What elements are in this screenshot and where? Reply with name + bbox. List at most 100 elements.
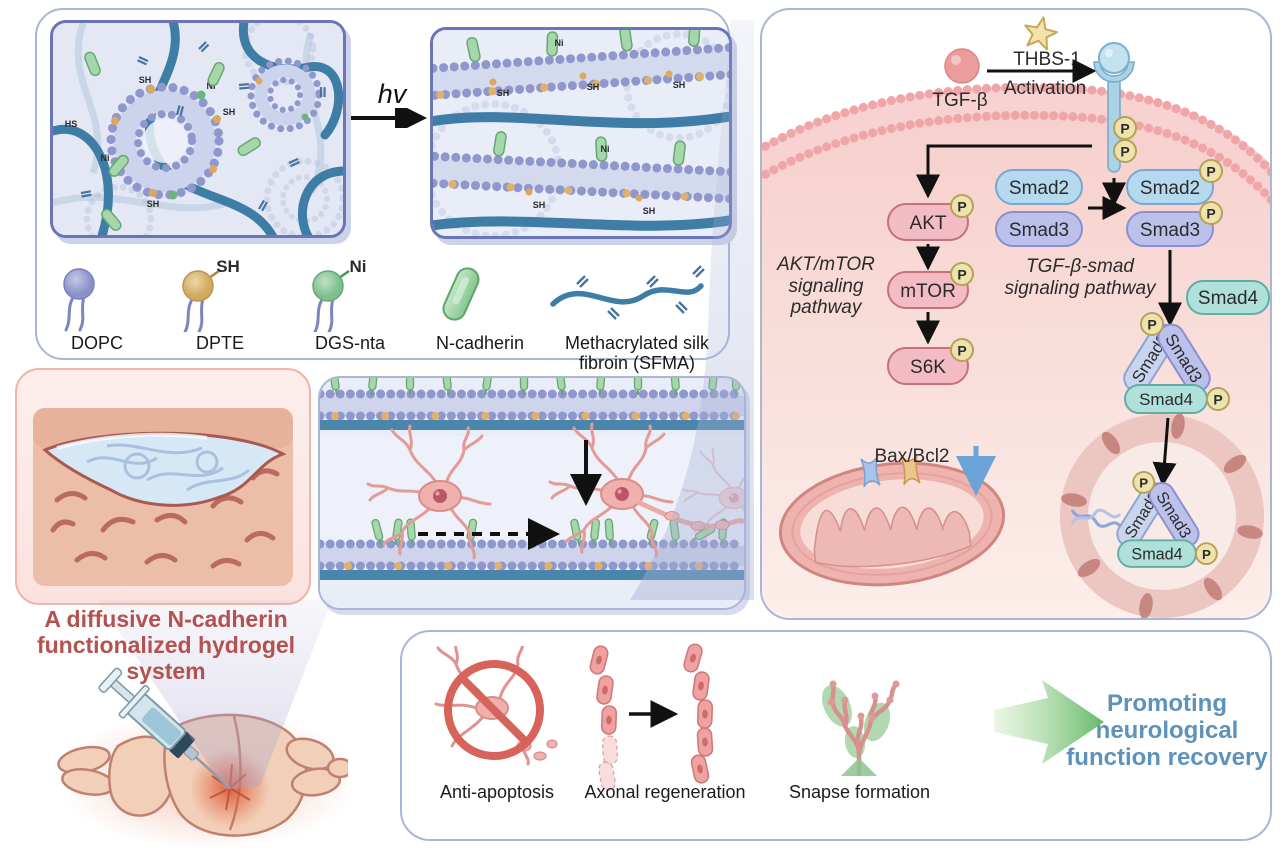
sh-label: SH bbox=[497, 88, 510, 98]
legend-label: Methacrylated silk fibroin (SFMA) bbox=[564, 333, 710, 373]
result-line-1: Promoting bbox=[1107, 690, 1227, 717]
svg-text:signaling pathway: signaling pathway bbox=[1004, 278, 1157, 299]
liposome-large: SH SH SH HS Ni Ni bbox=[65, 60, 236, 209]
smad-pathway-caption: TGF-β-smad signaling pathway bbox=[1004, 256, 1157, 299]
nuclear-pores bbox=[1061, 413, 1263, 618]
svg-text:AKT/mTOR: AKT/mTOR bbox=[776, 254, 875, 275]
bax-bcl2-label: Bax/Bcl2 bbox=[875, 446, 950, 467]
svg-text:TGF-β-smad: TGF-β-smad bbox=[1026, 256, 1135, 277]
cristae bbox=[813, 506, 972, 568]
title-line-2: functionalized hydrogel system bbox=[36, 632, 296, 684]
legend-label: DPTE bbox=[195, 333, 244, 353]
outcome-panel: Anti-apoptosis Axon bbox=[400, 630, 1272, 841]
akt-label: AKT bbox=[910, 213, 947, 234]
ni-tag: Ni bbox=[350, 257, 367, 276]
dgs-nta-lipid-icon: Ni bbox=[312, 257, 367, 332]
neuron-adhesion-panel bbox=[318, 376, 746, 610]
tgfb-receptor bbox=[1093, 42, 1137, 173]
legend-label: DOPC bbox=[70, 333, 123, 353]
sfma-fiber bbox=[433, 215, 729, 231]
smad4-label: Smad4 bbox=[1198, 288, 1259, 309]
ni-label: Ni bbox=[101, 153, 110, 163]
pre-crosslink-panel: SH SH SH HS Ni Ni bbox=[50, 20, 346, 238]
ni-label: Ni bbox=[207, 81, 216, 91]
dopc-lipid-icon bbox=[63, 268, 95, 332]
hydrogel-assembly-panel: SH SH SH HS Ni Ni bbox=[35, 8, 732, 373]
nuclear-import-arrow bbox=[1152, 417, 1177, 487]
outcome-arrow-icon bbox=[994, 680, 1104, 764]
legend-item-ncadherin: N-cadherin bbox=[425, 254, 535, 353]
system-title: A diffusive N-cadherin functionalized hy… bbox=[0, 606, 332, 684]
hv-label: hv bbox=[377, 79, 407, 109]
legend-item-sfma: Methacrylated silk fibroin (SFMA) bbox=[547, 254, 727, 373]
sh-label: SH bbox=[139, 75, 152, 85]
brain-lesion-panel bbox=[15, 368, 311, 605]
sh-label: SH bbox=[587, 82, 600, 92]
uv-crosslink-step: hv bbox=[349, 80, 435, 128]
neuron-membrane-illustration bbox=[320, 378, 744, 608]
result-line-3: function recovery bbox=[1066, 744, 1268, 771]
smad3-label: Smad3 bbox=[1009, 220, 1069, 241]
akt-pathway-caption: AKT/mTOR signaling pathway bbox=[776, 254, 875, 318]
sh-label: SH bbox=[533, 200, 546, 210]
sh-label: SH bbox=[673, 80, 686, 90]
degenerated-axon bbox=[588, 643, 619, 792]
sh-studs bbox=[111, 85, 221, 197]
smad-cascade: Smad2 Smad3 Smad2 Smad3 Smad4 bbox=[995, 159, 1270, 327]
hv-arrow-icon bbox=[351, 108, 427, 128]
synapse-tree bbox=[821, 680, 900, 777]
crosslinked-bilayer-illustration: SH SH SH SH SH Ni Ni bbox=[433, 30, 729, 236]
sfma-fiber bbox=[433, 111, 729, 129]
mtor-label: mTOR bbox=[900, 281, 956, 302]
synapse-formation-icon bbox=[821, 680, 900, 777]
ni-label: Ni bbox=[601, 144, 610, 154]
anti-apoptosis-icon bbox=[434, 646, 558, 766]
tgfb-ligand bbox=[944, 48, 980, 84]
smad3-p-label: Smad3 bbox=[1140, 220, 1200, 241]
s6k-label: S6K bbox=[910, 357, 946, 378]
post-crosslink-panel: SH SH SH SH SH Ni Ni bbox=[430, 27, 732, 239]
smad2-p-label: Smad2 bbox=[1140, 178, 1200, 199]
akt-branch-arrow bbox=[916, 144, 1092, 199]
component-legend: DOPC SH DPTE Ni bbox=[37, 254, 732, 373]
thbs1-star-icon bbox=[1024, 16, 1058, 51]
smad2-label: Smad2 bbox=[1009, 178, 1069, 199]
sfma-fiber-icon bbox=[550, 265, 705, 320]
sh-label: SH bbox=[147, 199, 160, 209]
signaling-pathway-panel: P Smad2 Smad3 Smad4 bbox=[760, 8, 1272, 620]
legend-item-dopc: DOPC bbox=[42, 254, 152, 353]
activation-label: Activation bbox=[1004, 78, 1086, 99]
brain-sulci bbox=[50, 468, 280, 569]
injection-illustration bbox=[48, 660, 358, 851]
hydrogel-fibers bbox=[86, 443, 250, 492]
prohibition-bar bbox=[459, 675, 529, 745]
axonal-regeneration-icon bbox=[588, 642, 714, 792]
hs-label: HS bbox=[65, 119, 78, 129]
svg-text:pathway: pathway bbox=[790, 297, 863, 318]
sh-label: SH bbox=[223, 107, 236, 117]
sh-label: SH bbox=[643, 206, 656, 216]
anti-apoptosis-label: Anti-apoptosis bbox=[439, 782, 555, 802]
liposome-illustration: SH SH SH HS Ni Ni bbox=[53, 23, 343, 235]
regenerated-axon bbox=[681, 642, 714, 785]
ncadherin-capsule-icon bbox=[442, 267, 480, 321]
legend-item-dgs-nta: Ni DGS-nta bbox=[295, 254, 405, 353]
pathway-illustration: P Smad2 Smad3 Smad4 bbox=[762, 16, 1270, 618]
akt-mtor-cascade: AKT mTOR S6K bbox=[887, 194, 974, 385]
liposome-small bbox=[247, 57, 323, 133]
synapse-formation-label: Snapse formation bbox=[788, 782, 931, 802]
prohibition-circle bbox=[444, 660, 544, 760]
legend-item-dpte: SH DPTE bbox=[165, 254, 275, 353]
ni-label: Ni bbox=[555, 38, 564, 48]
result-line-2: neurological bbox=[1095, 717, 1239, 744]
result-text: Promoting neurological function recovery bbox=[1054, 690, 1280, 771]
tgfb-label: TGF-β bbox=[932, 90, 987, 111]
sh-tag: SH bbox=[216, 257, 240, 276]
brain-lesion-illustration bbox=[33, 408, 293, 586]
legend-label: N-cadherin bbox=[435, 333, 525, 353]
mitochondria bbox=[778, 454, 1006, 587]
legend-label: DGS-nta bbox=[314, 333, 386, 353]
axonal-regeneration-label: Axonal regeneration bbox=[584, 782, 746, 802]
plasma-membrane bbox=[762, 82, 1270, 206]
